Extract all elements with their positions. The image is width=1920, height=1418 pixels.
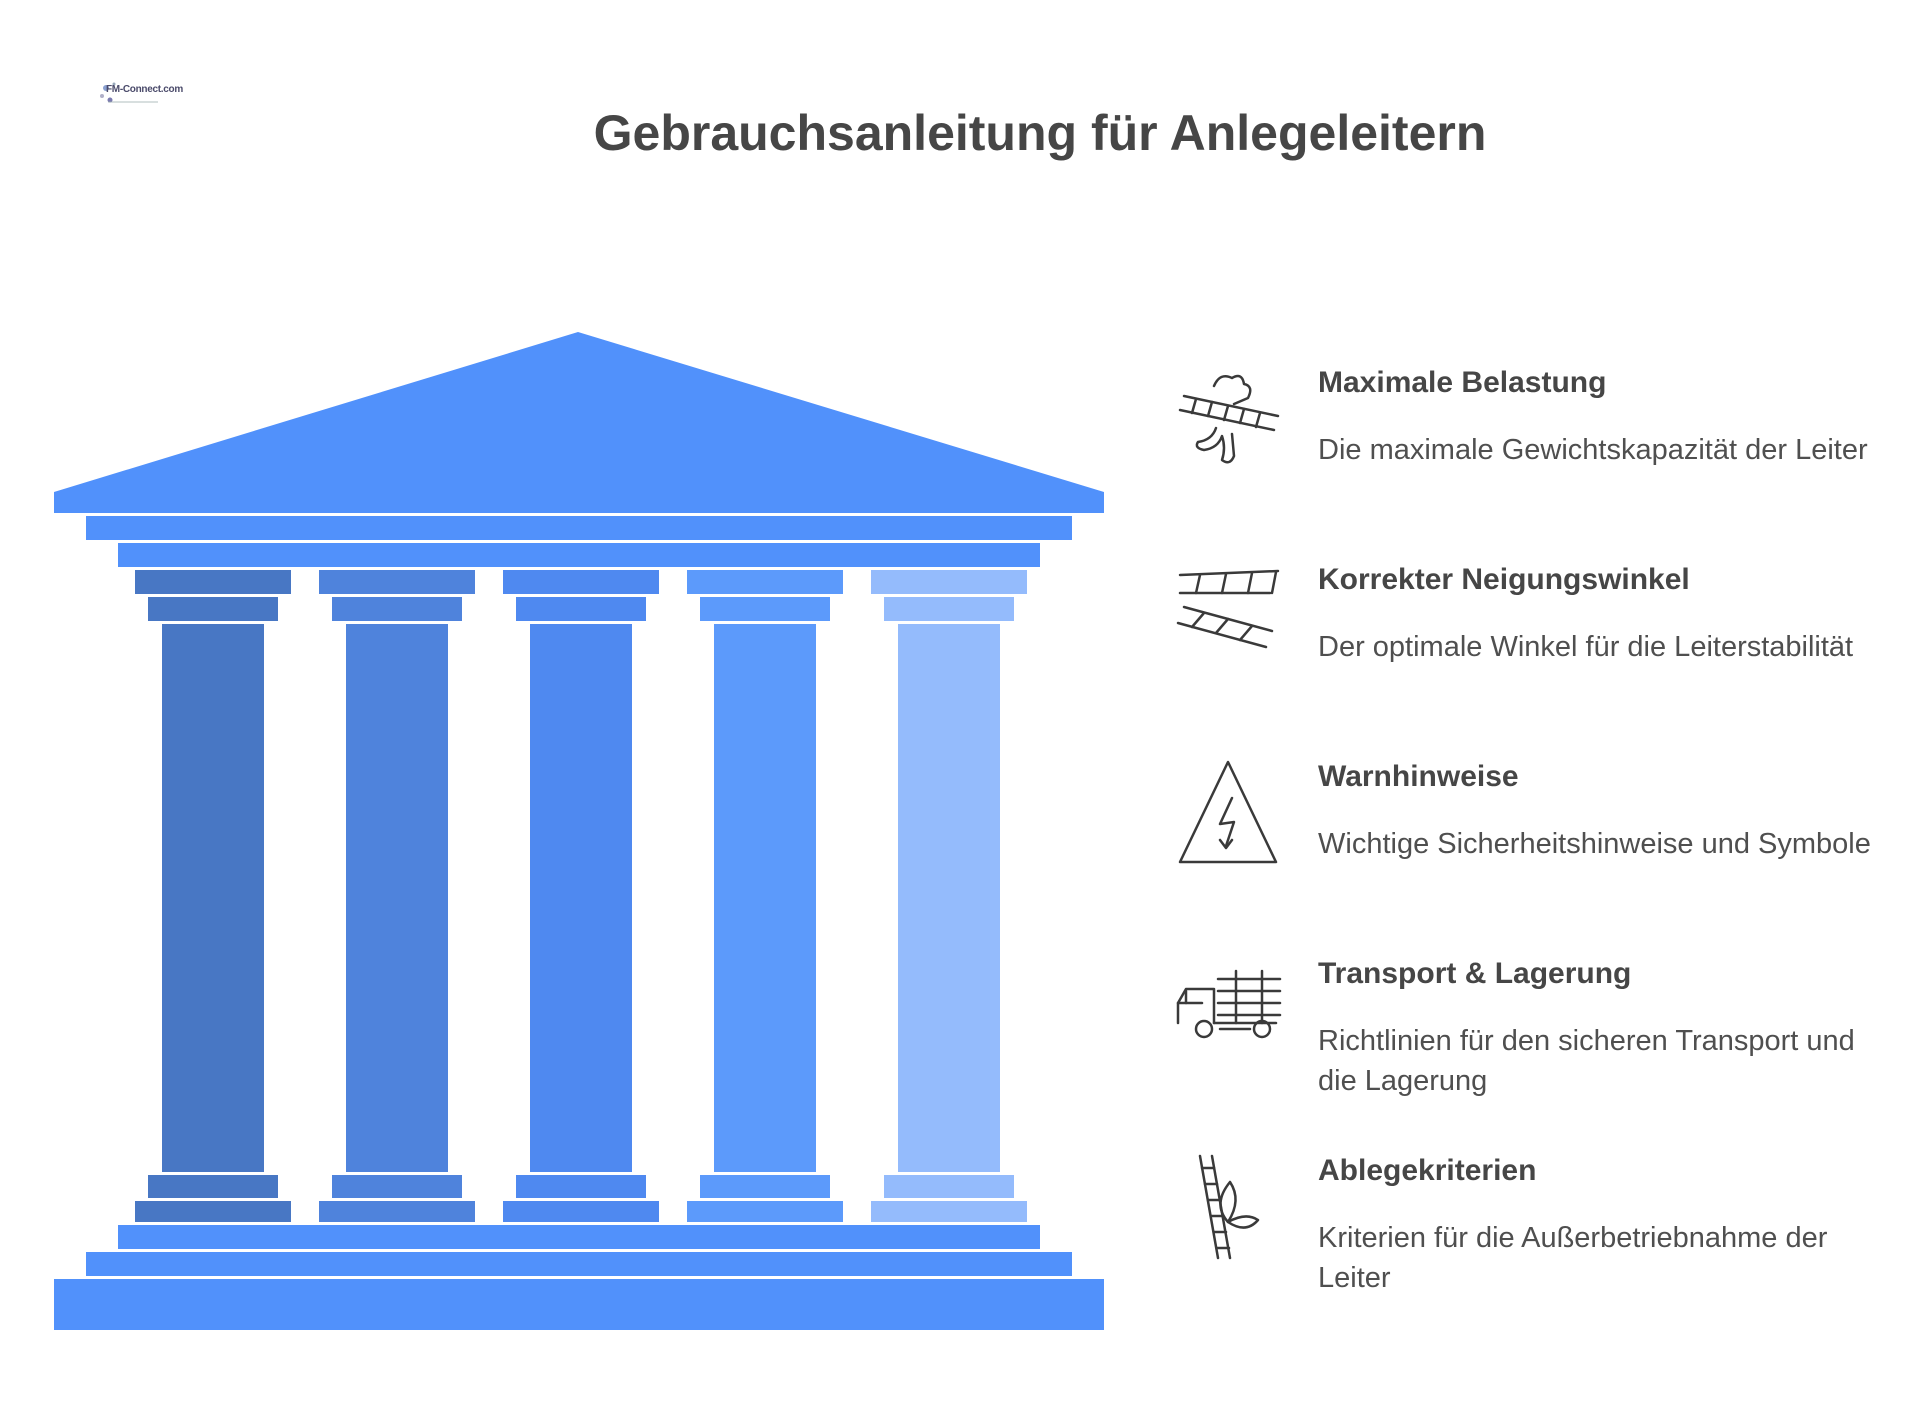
- logo-text: FM-Connect.com: [106, 84, 183, 95]
- pillar-capital: [148, 597, 278, 621]
- item-title: Transport & Lagerung: [1318, 957, 1632, 990]
- pillar-shaft: [898, 624, 1000, 1172]
- pillar-shaft: [346, 624, 448, 1172]
- pillar-base-bottom: [871, 1201, 1027, 1222]
- temple-roof: [54, 332, 1104, 567]
- item-description: Der optimale Winkel für die Leiterstabil…: [1318, 631, 1854, 663]
- pillar-base: [148, 1175, 278, 1198]
- temple-pillars: [135, 570, 1027, 1222]
- pillar-capital-top: [503, 570, 659, 594]
- item-title: Maximale Belastung: [1318, 366, 1607, 399]
- item-description: Die maximale Gewichtskapazität der Leite…: [1318, 434, 1868, 466]
- item-title: Warnhinweise: [1318, 760, 1519, 793]
- warning-triangle-icon: [1178, 760, 1278, 864]
- pillar-base: [332, 1175, 462, 1198]
- ladders-angle-icon: [1176, 569, 1280, 649]
- pillar-capital: [332, 597, 462, 621]
- pillar-base-bottom: [687, 1201, 843, 1222]
- item-title: Korrekter Neigungswinkel: [1318, 563, 1690, 596]
- pillar-capital: [884, 597, 1014, 621]
- item-description: Richtlinien für den sicheren Transport u…: [1318, 1025, 1855, 1097]
- pillar-capital: [700, 597, 830, 621]
- pillar-base: [884, 1175, 1014, 1198]
- pillar-capital: [516, 597, 646, 621]
- pillar-base-bottom: [135, 1201, 291, 1222]
- temple-base: [54, 1225, 1104, 1330]
- pillar-base: [700, 1175, 830, 1198]
- page-title: Gebrauchsanleitung für Anlegeleitern: [593, 105, 1487, 161]
- item-description: Wichtige Sicherheitshinweise und Symbole: [1318, 828, 1871, 860]
- pillar-shaft: [714, 624, 816, 1172]
- pillar-shaft: [162, 624, 264, 1172]
- item-title: Ablegekriterien: [1318, 1154, 1537, 1187]
- truck-ladders-icon: [1176, 969, 1282, 1039]
- pillar-base-bottom: [503, 1201, 659, 1222]
- item-description: Kriterien für die Außerbetriebnahme der …: [1318, 1222, 1828, 1294]
- temple-illustration: [54, 332, 1104, 1330]
- pillar-base: [516, 1175, 646, 1198]
- pillar-capital-top: [687, 570, 843, 594]
- falling-person-ladder-icon: [1178, 374, 1280, 464]
- brand-logo: [100, 82, 158, 103]
- pillar-capital-top: [871, 570, 1027, 594]
- pillar-base-bottom: [319, 1201, 475, 1222]
- pillar-shaft: [530, 624, 632, 1172]
- pillar-capital-top: [135, 570, 291, 594]
- ladder-leaf-icon: [1198, 1154, 1260, 1260]
- pillar-capital-top: [319, 570, 475, 594]
